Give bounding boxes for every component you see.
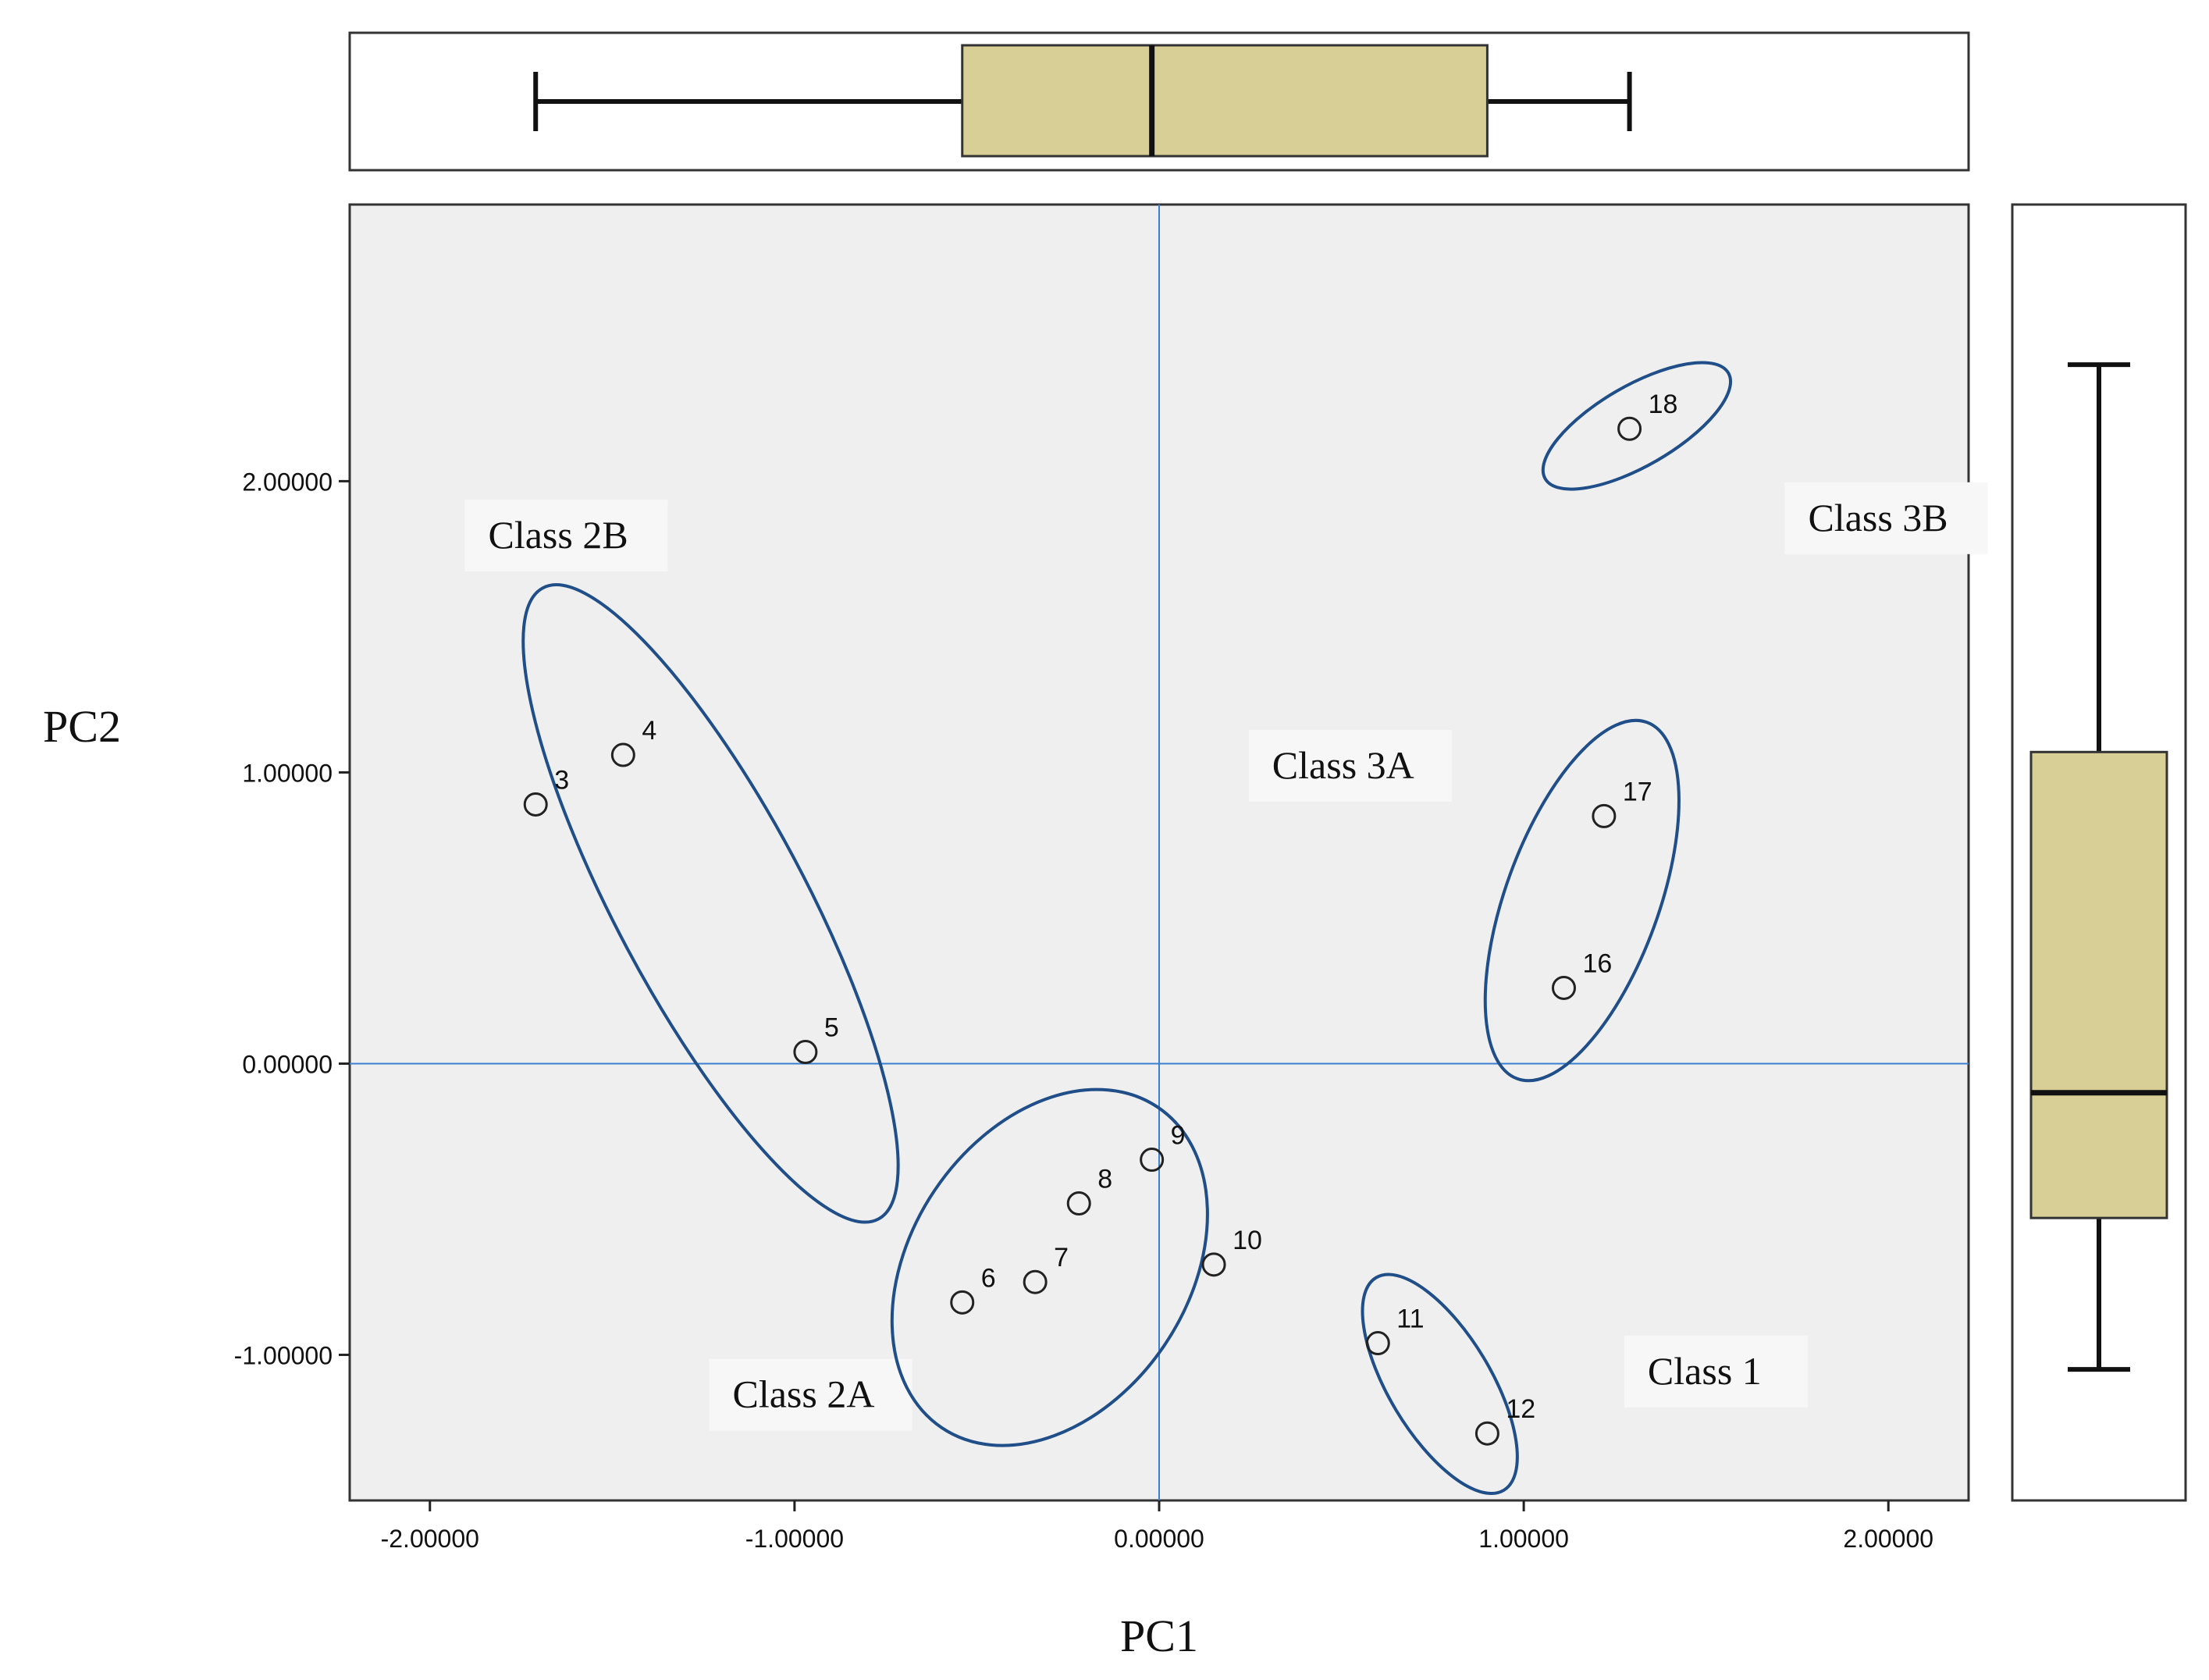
- class-label-background: [709, 1358, 912, 1431]
- class-label-background: [1784, 482, 1988, 554]
- x-tick-label: 1.00000: [1478, 1525, 1569, 1553]
- data-point: [1201, 1252, 1226, 1277]
- scatter-plot-area: Class 2B Class 3A Class 3B Class 2A Class 1 3…: [234, 203, 1988, 1553]
- class-label-background: [1248, 729, 1452, 802]
- class-label: Class 2A: [732, 1372, 874, 1416]
- group-ellipse: [1541, 361, 1733, 491]
- data-point-label: 18: [1649, 390, 1678, 419]
- data-point: [793, 1040, 818, 1065]
- data-point-label: 7: [1054, 1243, 1069, 1272]
- group-ellipse: [521, 583, 900, 1224]
- pc2-boxplot: [2011, 203, 2187, 1502]
- data-point: [610, 742, 635, 767]
- data-point-label: 5: [824, 1013, 839, 1043]
- data-point-label: 12: [1506, 1394, 1535, 1424]
- data-point-label: 6: [981, 1263, 996, 1293]
- class-label: Class 3B: [1808, 496, 1948, 539]
- pc2-box: [2029, 750, 2168, 1219]
- data-point-label: 4: [642, 716, 656, 746]
- data-point: [1140, 1148, 1165, 1173]
- data-point: [1066, 1191, 1091, 1216]
- data-point-label: 11: [1396, 1304, 1424, 1334]
- pc1-boxplot: [348, 31, 1970, 172]
- data-point: [1592, 803, 1617, 828]
- y-tick-label: -1.00000: [234, 1341, 333, 1369]
- class-label: Class 1: [1648, 1349, 1762, 1393]
- class-label-background: [464, 500, 668, 572]
- data-point: [1365, 1331, 1390, 1356]
- x-tick-label: 0.00000: [1114, 1525, 1204, 1553]
- x-tick-label: -1.00000: [745, 1525, 844, 1553]
- data-point-label: 8: [1097, 1165, 1112, 1194]
- data-point: [950, 1290, 975, 1315]
- data-point: [1474, 1421, 1499, 1446]
- y-tick-label: 1.00000: [242, 759, 333, 787]
- x-tick-label: -2.00000: [381, 1525, 479, 1553]
- data-point: [1023, 1269, 1048, 1294]
- data-point-label: 16: [1583, 949, 1613, 978]
- data-point: [523, 792, 548, 817]
- class-label: Class 2B: [489, 513, 628, 557]
- data-point-label: 17: [1623, 777, 1652, 806]
- data-point: [1617, 416, 1642, 441]
- data-point-label: 9: [1171, 1121, 1186, 1151]
- y-tick-label: 0.00000: [242, 1050, 333, 1078]
- x-axis-title: PC1: [1120, 1611, 1198, 1661]
- data-point-label: 3: [554, 765, 569, 795]
- y-tick-label: 2.00000: [242, 468, 333, 496]
- data-point: [1552, 975, 1576, 1000]
- group-ellipse: [1483, 718, 1681, 1083]
- group-ellipse: [890, 1087, 1209, 1447]
- class-label: Class 3A: [1272, 743, 1414, 787]
- x-tick-label: 2.00000: [1843, 1525, 1933, 1553]
- pc1-box: [961, 44, 1489, 158]
- class-label-background: [1624, 1335, 1808, 1408]
- data-point-label: 10: [1233, 1226, 1262, 1255]
- group-ellipse: [1361, 1272, 1519, 1496]
- y-axis-title: PC2: [43, 701, 121, 752]
